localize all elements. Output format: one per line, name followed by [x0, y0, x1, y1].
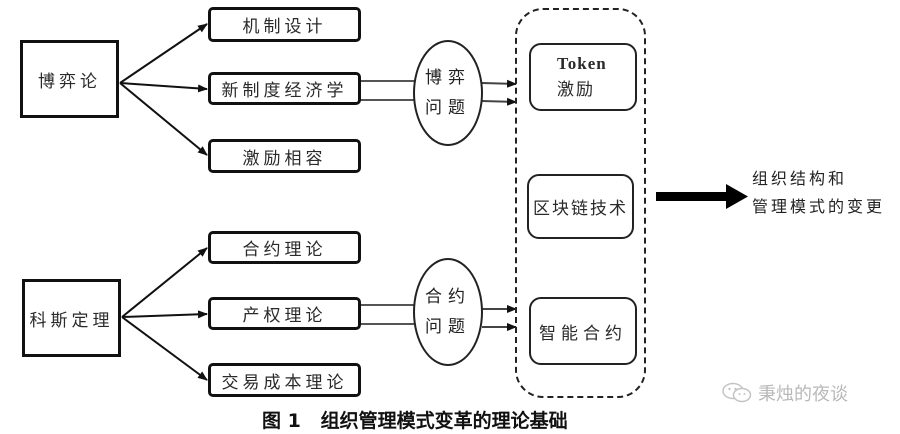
arrow-game-problem-to-tech	[481, 79, 517, 88]
tech-label: 区块链技术	[533, 199, 628, 219]
result-arrow	[656, 184, 748, 209]
problem-line-2: 问题	[425, 98, 471, 118]
source-box-coase-theorem: 科斯定理	[22, 279, 121, 357]
theory-box-transaction-cost: 交易成本理论	[208, 363, 361, 397]
theory-label: 激励相容	[242, 148, 327, 169]
problem-ellipse-contract: 合约 问题	[413, 258, 483, 366]
theory-label: 合约理论	[242, 240, 327, 260]
theory-label: 新制度经济学	[221, 81, 348, 101]
tech-box-token-incentive: Token 激励	[529, 43, 637, 111]
arrow-coase-to-transaction	[121, 316, 208, 381]
arrow-coase-to-contract	[121, 247, 208, 318]
tech-box-smart-contract: 智能合约	[529, 297, 637, 365]
problem-line-2: 问题	[425, 317, 471, 337]
watermark: 秉烛的夜谈	[722, 380, 848, 406]
source-label: 科斯定理	[29, 310, 114, 331]
theory-label: 交易成本理论	[221, 372, 348, 393]
result-line-2: 管理模式的变更	[752, 197, 886, 216]
problem-line-1: 合约	[425, 287, 471, 307]
wechat-icon	[722, 382, 752, 403]
theory-label: 机制设计	[242, 17, 327, 37]
source-box-game-theory: 博弈论	[20, 40, 119, 118]
tech-box-blockchain: 区块链技术	[527, 174, 634, 239]
result-line-1: 组织结构和	[752, 169, 848, 188]
tech-line-2: 激励	[557, 80, 595, 100]
arrow-game-problem-to-tech	[481, 97, 517, 106]
problem-line-1: 博弈	[425, 68, 471, 88]
theory-box-contract-theory: 合约理论	[208, 231, 361, 264]
problem-ellipse-game: 博弈 问题	[413, 40, 483, 146]
watermark-text: 秉烛的夜谈	[758, 384, 848, 405]
theory-box-mechanism-design: 机制设计	[208, 7, 361, 42]
theory-box-property-rights: 产权理论	[208, 297, 361, 330]
figure-caption: 图 1 组织管理模式变革的理论基础	[262, 410, 568, 432]
arrow-game-to-incentive	[119, 82, 208, 156]
result-text: 组织结构和 管理模式的变更	[752, 165, 885, 221]
tech-line-1: Token	[557, 54, 607, 73]
theory-box-new-institutional-economics: 新制度经济学	[208, 72, 361, 105]
theory-box-incentive-compatibility: 激励相容	[208, 139, 361, 173]
arrow-coase-to-property	[121, 310, 208, 319]
theory-label: 产权理论	[242, 306, 327, 326]
arrow-game-to-institutional	[119, 82, 208, 93]
technology-container	[515, 8, 646, 398]
source-label: 博弈论	[38, 71, 101, 92]
tech-label: 智能合约	[539, 323, 627, 344]
arrow-game-to-mechanism	[119, 23, 208, 84]
